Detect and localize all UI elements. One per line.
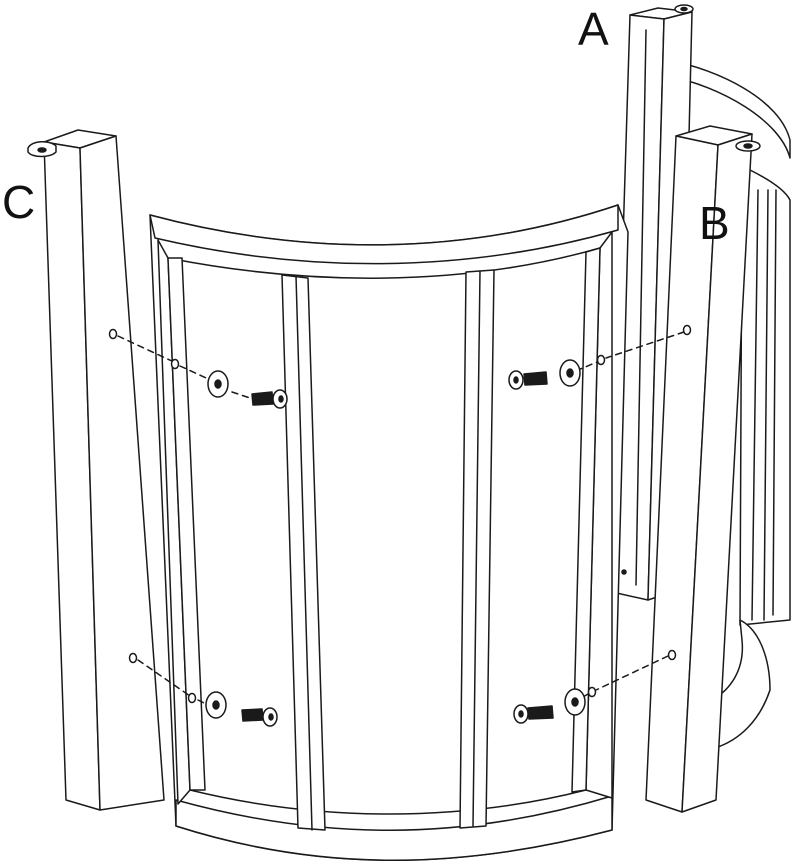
washer-icon (205, 691, 227, 719)
frame-hole-upper-left (170, 358, 180, 370)
screw-icon (508, 370, 548, 390)
post-c-upper-hole-icon (108, 328, 118, 340)
screw-icon (241, 707, 278, 727)
washer-icon (207, 370, 229, 398)
frame-hole-upper-right (596, 354, 606, 366)
post-c-lower-hole-icon (128, 652, 138, 664)
post-c (27, 129, 165, 811)
screw-icon (513, 704, 554, 724)
label-b: B (699, 197, 730, 249)
post-c-top-screw-icon (37, 147, 47, 153)
post-b (645, 125, 761, 813)
frame-hole-lower-left (187, 692, 197, 704)
washers (205, 359, 586, 719)
screw-icon (251, 389, 288, 409)
post-b-upper-hole-icon (682, 324, 692, 336)
washer-icon (564, 688, 586, 716)
front-curved-door (149, 204, 629, 861)
frame-hole-lower-right (587, 686, 597, 698)
post-a-hole-icon (621, 569, 627, 575)
label-c: C (2, 176, 36, 228)
post-b-lower-hole-icon (667, 649, 677, 661)
rear-curved-panel (667, 59, 791, 749)
screws (241, 370, 554, 727)
label-a: A (578, 3, 609, 55)
frame-holes (170, 354, 606, 704)
washer-icon (559, 359, 581, 387)
